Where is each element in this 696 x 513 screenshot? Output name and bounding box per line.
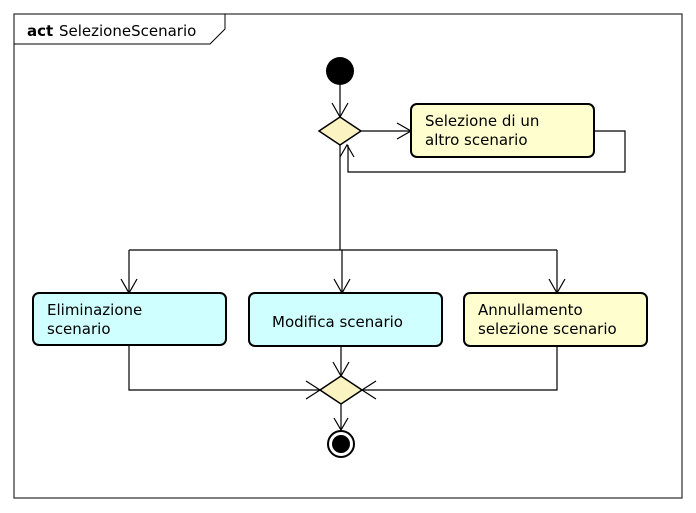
action-cancel-line1: Annullamento — [478, 301, 583, 319]
edge-loop-back — [347, 130, 626, 173]
frame-name: SelezioneScenario — [59, 22, 196, 40]
decision-node — [317, 116, 363, 146]
diagram-frame — [13, 13, 683, 499]
action-select-other-line2: altro scenario — [425, 131, 528, 149]
action-modify-scenario — [248, 292, 443, 347]
initial-node — [326, 57, 354, 85]
action-delete-line2: scenario — [47, 320, 111, 338]
action-modify-line1: Modifica scenario — [272, 313, 403, 331]
action-cancel-line2: selezione scenario — [478, 320, 617, 338]
action-delete-line1: Eliminazione — [47, 301, 142, 319]
arrowhead-loop-back — [339, 143, 355, 158]
action-select-other-line1: Selezione di un — [425, 112, 539, 130]
final-node-inner — [332, 435, 350, 453]
merge-node — [318, 375, 364, 405]
frame-label-tab — [14, 14, 226, 45]
edge-cancel-to-merge — [362, 346, 558, 391]
action-cancel-selection — [463, 292, 648, 347]
edge-delete-to-merge — [128, 345, 320, 391]
frame-keyword: act — [27, 22, 53, 40]
